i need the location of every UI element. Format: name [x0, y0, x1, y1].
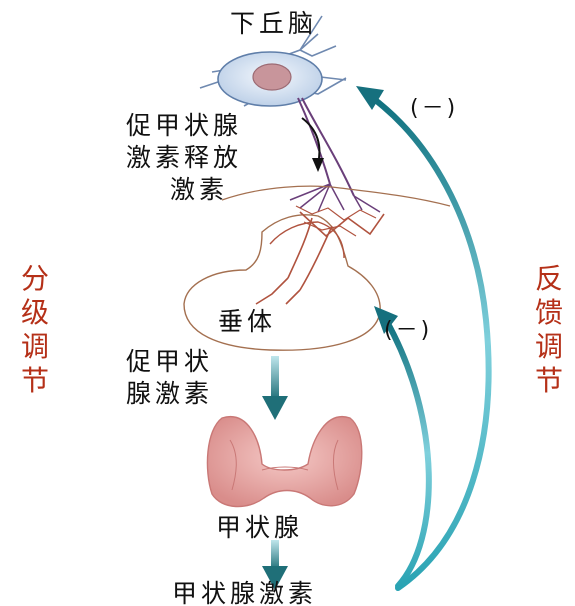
hypothalamus-label: 下丘脑 — [230, 8, 317, 39]
tsh-label-line1: 促甲状 — [126, 346, 213, 377]
tsh-label-line2: 腺激素 — [126, 378, 213, 409]
feedback-negative-upper: (－) — [410, 90, 458, 122]
thyroid-label: 甲状腺 — [216, 512, 303, 543]
trh-label-line2: 激素释放 — [126, 142, 242, 173]
trh-label-line3: 激素 — [170, 174, 228, 205]
feedback-negative-lower: (－) — [384, 312, 432, 344]
tsh-down-arrow-icon — [262, 356, 288, 420]
pituitary-gland-icon — [184, 206, 384, 350]
trh-label-line1: 促甲状腺 — [126, 110, 242, 141]
release-arrow-icon — [302, 118, 324, 172]
pituitary-label: 垂体 — [218, 306, 276, 337]
thyroid-hormone-label: 甲状腺激素 — [172, 578, 317, 606]
feedback-regulation-label: 反馈调节 — [532, 262, 566, 398]
hierarchical-regulation-label: 分级调节 — [18, 262, 52, 398]
thyroid-gland-icon — [207, 417, 361, 507]
feedback-arrow-lower-icon — [374, 306, 429, 586]
